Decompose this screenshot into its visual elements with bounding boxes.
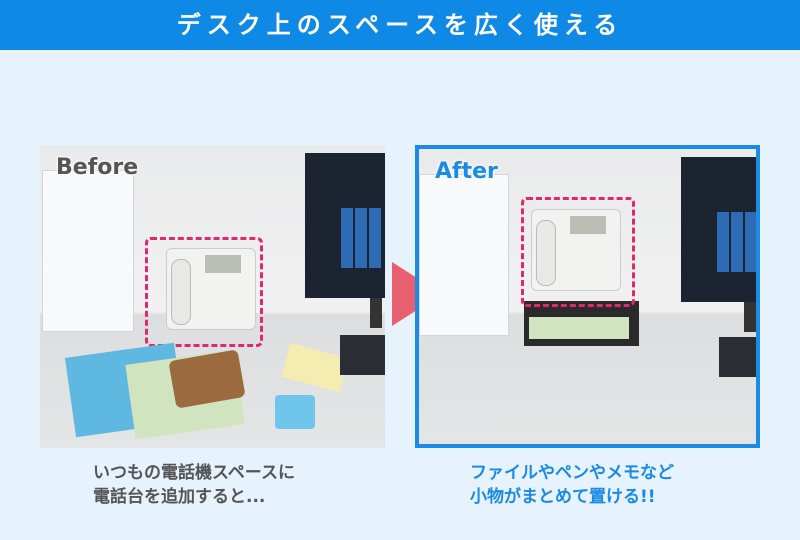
monitor (681, 157, 756, 302)
before-caption: いつもの電話機スペースに 電話台を追加すると... (93, 461, 295, 509)
highlight-box (521, 197, 635, 307)
before-caption-line2: 電話台を追加すると... (93, 487, 266, 507)
after-caption: ファイルやペンやメモなど 小物がまとめて置ける!! (470, 461, 674, 509)
before-photo: Before (40, 145, 385, 448)
before-label: Before (56, 155, 139, 180)
keyboard (340, 335, 385, 375)
after-label: After (435, 159, 498, 184)
telephone (531, 209, 621, 291)
monitor (305, 153, 385, 298)
after-photo: After (415, 145, 760, 448)
after-caption-line1: ファイルやペンやメモなど (470, 463, 674, 483)
file-boxes (419, 174, 509, 336)
telephone (166, 248, 256, 330)
keyboard (719, 337, 756, 377)
calculator (275, 395, 315, 429)
after-caption-line2: 小物がまとめて置ける!! (470, 487, 656, 507)
before-caption-line1: いつもの電話機スペースに (93, 463, 295, 483)
monitor-stand (370, 298, 382, 328)
highlight-box (145, 237, 263, 347)
file-boxes (42, 170, 134, 332)
monitor-stand (744, 302, 756, 332)
folder (529, 317, 629, 339)
memo-pad (281, 342, 349, 393)
page-title: デスク上のスペースを広く使える (0, 0, 800, 50)
